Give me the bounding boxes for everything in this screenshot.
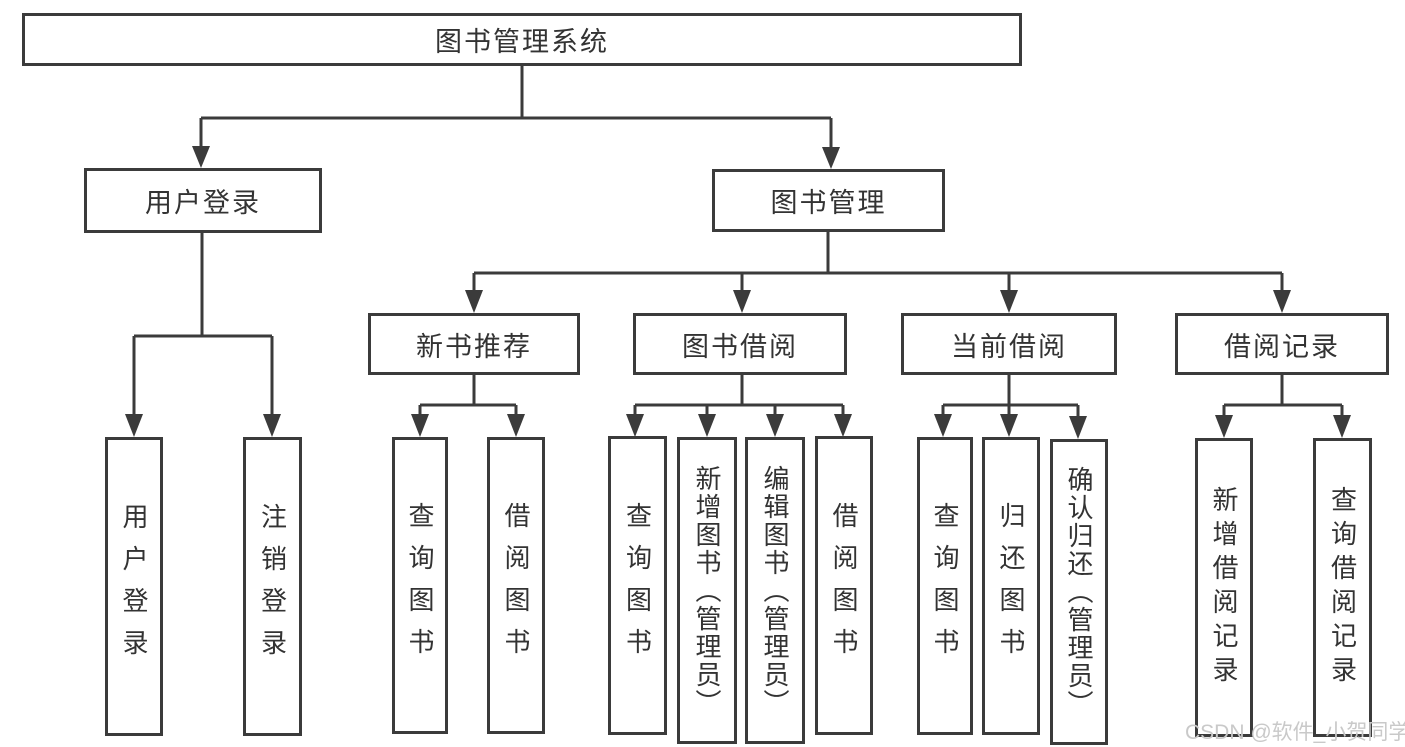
leaf-logout: 注销登录 bbox=[243, 437, 302, 736]
leaf-add-borrow-record-label: 新增借阅记录 bbox=[1209, 485, 1239, 690]
leaf-borrow-books-1: 借阅图书 bbox=[487, 437, 545, 734]
node-current-borrow: 当前借阅 bbox=[901, 313, 1117, 375]
leaf-borrow-books-2-label: 借阅图书 bbox=[829, 501, 859, 670]
leaf-query-borrow-record: 查询借阅记录 bbox=[1313, 438, 1372, 737]
connector-root-to-level2 bbox=[192, 66, 840, 169]
node-borrow-records-label: 借阅记录 bbox=[1224, 331, 1340, 362]
node-new-book-recommend-label: 新书推荐 bbox=[416, 331, 532, 362]
leaf-query-books-3: 查询图书 bbox=[917, 437, 973, 735]
leaf-add-borrow-record: 新增借阅记录 bbox=[1195, 438, 1253, 737]
csdn-watermark: CSDN @软件_小贺同学 bbox=[1185, 721, 1405, 744]
node-book-management: 图书管理 bbox=[712, 169, 945, 232]
connector-user-login-to-leaves bbox=[125, 233, 281, 437]
leaf-query-books-1-label: 查询图书 bbox=[405, 501, 435, 670]
leaf-borrow-books-2: 借阅图书 bbox=[815, 436, 873, 735]
leaf-borrow-books-1-label: 借阅图书 bbox=[501, 501, 531, 670]
leaf-confirm-return-admin-label: 确认归还（管理员） bbox=[1064, 466, 1094, 718]
leaf-return-books: 归还图书 bbox=[982, 437, 1040, 735]
node-current-borrow-label: 当前借阅 bbox=[951, 331, 1067, 362]
leaf-user-login-label: 用户登录 bbox=[119, 502, 149, 671]
leaf-edit-books-admin-label: 编辑图书（管理员） bbox=[760, 464, 790, 717]
leaf-return-books-label: 归还图书 bbox=[996, 502, 1026, 670]
node-borrow-records: 借阅记录 bbox=[1175, 313, 1389, 375]
leaf-confirm-return-admin: 确认归还（管理员） bbox=[1050, 439, 1108, 745]
leaf-edit-books-admin: 编辑图书（管理员） bbox=[745, 437, 805, 744]
connector-book-borrow-to-leaves bbox=[626, 375, 852, 437]
connector-new-book-recommend-to-leaves bbox=[411, 375, 525, 437]
connector-borrow-records-to-leaves bbox=[1215, 375, 1351, 438]
node-root-label: 图书管理系统 bbox=[435, 27, 609, 57]
connector-current-borrow-to-leaves bbox=[934, 375, 1087, 439]
node-user-login-label: 用户登录 bbox=[145, 188, 261, 218]
leaf-logout-label: 注销登录 bbox=[257, 502, 288, 671]
leaf-add-books-admin: 新增图书（管理员） bbox=[677, 437, 737, 744]
node-root: 图书管理系统 bbox=[22, 13, 1022, 66]
leaf-query-books-3-label: 查询图书 bbox=[930, 502, 960, 670]
node-book-borrow: 图书借阅 bbox=[633, 313, 847, 375]
leaf-query-books-1: 查询图书 bbox=[392, 437, 448, 734]
node-book-management-label: 图书管理 bbox=[770, 188, 887, 218]
node-user-login: 用户登录 bbox=[84, 168, 322, 233]
leaf-query-borrow-record-label: 查询借阅记录 bbox=[1327, 485, 1358, 690]
leaf-query-books-2: 查询图书 bbox=[608, 436, 667, 735]
connector-book-management-to-level3 bbox=[465, 232, 1291, 313]
leaf-add-books-admin-label: 新增图书（管理员） bbox=[692, 464, 722, 717]
node-book-borrow-label: 图书借阅 bbox=[682, 331, 798, 362]
leaf-query-books-2-label: 查询图书 bbox=[622, 501, 653, 670]
leaf-user-login: 用户登录 bbox=[105, 437, 163, 736]
node-new-book-recommend: 新书推荐 bbox=[368, 313, 580, 375]
